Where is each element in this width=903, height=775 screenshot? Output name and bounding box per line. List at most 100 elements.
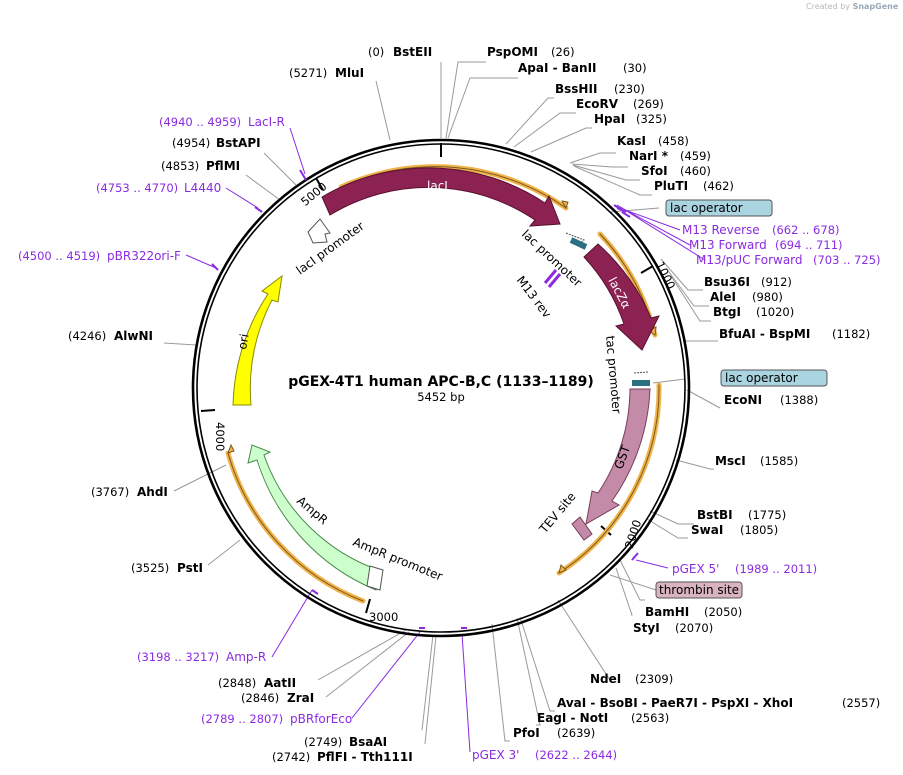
enzyme-site-pos: (269)	[633, 97, 664, 111]
enzyme-site-pos: (980)	[752, 290, 783, 304]
enzyme-site-name: ApaI - BanII	[518, 61, 597, 75]
laci-promoter-label: lacI promoter	[294, 219, 367, 278]
enzyme-site-name: Bsu36I	[704, 275, 750, 289]
enzyme-site-pos: (1775)	[748, 508, 786, 522]
enzyme-site-name: ZraI	[287, 691, 314, 705]
enzyme-site-name: AvaI - BsoBI - PaeR7I - PspXI - XhoI	[557, 696, 793, 710]
enzyme-site-pos: (459)	[680, 149, 711, 163]
enzyme-site-name: EagI - NotI	[537, 711, 608, 725]
enzyme-site-pos: (2557)	[842, 696, 880, 710]
tick-label-3000: 3000	[369, 610, 398, 624]
enzyme-site-name: NarI *	[629, 149, 669, 163]
enzyme-site-pos: (2639)	[557, 726, 595, 740]
enzyme-site-pos: (4954)	[172, 136, 210, 150]
enzyme-site-pos: (2846)	[241, 691, 279, 705]
lac-operator-label-2: lac operator	[725, 371, 798, 385]
enzyme-site-pos: (5271)	[289, 66, 327, 80]
lac-operator-box-2	[720, 369, 828, 387]
enzyme-site-pos: (462)	[703, 179, 734, 193]
enzyme-site-pos: (1805)	[740, 523, 778, 537]
lac-operator-mark-1	[569, 237, 588, 250]
enzyme-site-pos: (2050)	[704, 605, 742, 619]
enzyme-site-name: BssHII	[555, 82, 597, 96]
tev-site-mark	[571, 516, 593, 541]
enzyme-site-name: BfuAI - BspMI	[719, 327, 810, 341]
primer-labels: (4940 .. 4959) LacI-R (4753 .. 4770) L44…	[18, 115, 881, 762]
enzyme-site-name: AatII	[264, 676, 296, 690]
enzyme-site-pos: (230)	[614, 82, 645, 96]
enzyme-site-pos: (1388)	[780, 393, 818, 407]
primer-pos: (4500 .. 4519)	[18, 249, 100, 263]
site-leader-lines	[163, 61, 721, 745]
enzyme-site-name: BstBI	[697, 508, 733, 522]
thrombin-site-box	[655, 581, 743, 599]
enzyme-site-name: PluTI	[654, 179, 688, 193]
enzyme-site-name: StyI	[633, 621, 660, 635]
enzyme-site-name: HpaI	[594, 112, 625, 126]
primer-pos: (4753 .. 4770)	[96, 181, 178, 195]
enzyme-site-name: PfoI	[513, 726, 540, 740]
primer-name: pBRforEco	[290, 712, 352, 726]
enzyme-site-name: MluI	[335, 66, 364, 80]
enzyme-site-name: BtgI	[713, 305, 741, 319]
enzyme-site-pos: (2309)	[635, 672, 673, 686]
enzyme-site-pos: (460)	[680, 164, 711, 178]
enzyme-site-name: MscI	[715, 454, 746, 468]
enzyme-site-pos: (458)	[658, 134, 689, 148]
primer-name: L4440	[184, 181, 221, 195]
enzyme-site-pos: (1020)	[756, 305, 794, 319]
ori-label: ori	[235, 333, 251, 351]
laci-gene-label: lacI	[427, 179, 448, 193]
primer-pos: (3198 .. 3217)	[137, 650, 219, 664]
enzyme-site-name: BstEII	[393, 45, 432, 59]
enzyme-site-name: EcoNI	[724, 393, 762, 407]
enzyme-site-pos: (26)	[551, 45, 575, 59]
enzyme-site-name: EcoRV	[576, 97, 619, 111]
enzyme-site-pos: (4246)	[68, 329, 106, 343]
map-title: pGEX-4T1 human APC-B,C (1133–1189)	[288, 374, 594, 390]
enzyme-site-pos: (2848)	[218, 676, 256, 690]
enzyme-site-pos: (4853)	[161, 159, 199, 173]
primer-pos: (703 .. 725)	[813, 253, 881, 267]
tac-promoter-label: tac promoter	[603, 335, 624, 414]
enzyme-sites-left: (5271) MluI (4954) BstAPI (4853) PflMI (…	[68, 66, 413, 764]
enzyme-site-name: BstAPI	[216, 136, 261, 150]
snapgene-logo: SnapGene	[852, 2, 899, 11]
ampr-promoter-arrow	[366, 565, 384, 591]
enzyme-site-pos: (325)	[636, 112, 667, 126]
enzyme-site-pos: (2070)	[675, 621, 713, 635]
lacz-alpha-arrow	[583, 243, 660, 351]
enzyme-sites-right: (0) BstEII PspOMI (26) ApaI - BanII (30)…	[368, 45, 880, 740]
ampr-gene-arrow	[247, 444, 382, 591]
ori-arrow	[232, 274, 283, 406]
lac-operator-box-1	[665, 199, 773, 217]
enzyme-site-name: PflMI	[206, 159, 240, 173]
primer-pos: (2622 .. 2644)	[535, 748, 617, 762]
primer-name: LacI-R	[248, 115, 285, 129]
primer-name: M13/pUC Forward	[696, 253, 803, 267]
primer-name: pGEX 5'	[672, 562, 719, 576]
enzyme-site-pos: (1182)	[832, 327, 870, 341]
tac-promoter-arrow	[633, 371, 649, 374]
tev-site-label: TEV site	[536, 490, 579, 537]
enzyme-site-name: AlwNI	[114, 329, 153, 343]
enzyme-site-pos: (30)	[623, 61, 647, 75]
enzyme-site-pos: (3525)	[131, 561, 169, 575]
enzyme-site-name: AleI	[710, 290, 736, 304]
primer-marks	[211, 169, 639, 629]
primer-name: Amp-R	[226, 650, 266, 664]
enzyme-site-name: BamHI	[645, 605, 689, 619]
m13-rev-mark	[543, 269, 562, 288]
primer-leader-lines	[185, 127, 706, 753]
primer-pos: (694 .. 711)	[775, 238, 843, 252]
tick-label-4000: 4000	[213, 422, 227, 451]
enzyme-site-name: NdeI	[590, 672, 621, 686]
thrombin-site-label: thrombin site	[659, 583, 739, 597]
gst-gene-arrow	[585, 388, 651, 525]
enzyme-site-pos: (2742)	[272, 750, 310, 764]
enzyme-site-name: KasI	[617, 134, 646, 148]
enzyme-site-name: BsaAI	[349, 735, 387, 749]
primer-name: pBR322ori-F	[107, 249, 181, 263]
credit-prefix: Created by	[806, 2, 851, 11]
